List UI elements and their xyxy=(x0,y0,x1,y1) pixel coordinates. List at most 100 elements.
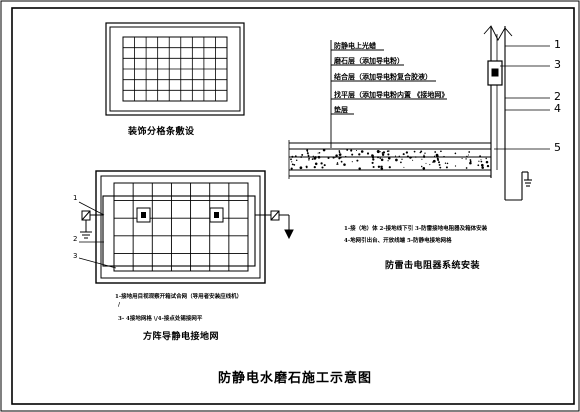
layer-label-base: 垫层 xyxy=(334,105,348,114)
aggregate-dot xyxy=(395,158,398,162)
aggregate-dot xyxy=(440,150,442,153)
aggregate-dot xyxy=(438,161,440,164)
aggregate-dot xyxy=(454,165,457,167)
aggregate-dot xyxy=(478,160,480,162)
aggregate-dot xyxy=(290,158,292,161)
aggregate-dot xyxy=(317,152,319,154)
grid-note-1: 1-接地用目视观察开箱试合网（导用者安装应线机） xyxy=(115,294,243,300)
aggregate-dot xyxy=(465,158,467,160)
aggregate-dot xyxy=(409,156,412,159)
aggregate-dot xyxy=(314,162,318,166)
aggregate-dot xyxy=(358,153,361,156)
aggregate-dot xyxy=(388,166,391,169)
aggregate-dot xyxy=(312,155,314,157)
aggregate-dot xyxy=(480,159,482,161)
aggregate-dot xyxy=(480,160,483,163)
aggregate-dot xyxy=(486,161,488,164)
aggregate-dot xyxy=(387,153,390,156)
grid-callout-3: 3 xyxy=(73,252,78,260)
divider-strip-grid xyxy=(123,37,227,101)
aggregate-dot xyxy=(466,155,468,158)
aggregate-dot xyxy=(394,155,397,157)
aggregate-dot xyxy=(467,154,470,156)
aggregate-dot xyxy=(371,156,375,159)
aggregate-dot xyxy=(429,164,431,166)
terminal-plate xyxy=(209,207,224,223)
aggregate-dot xyxy=(308,156,310,158)
layer-label-wax: 防静电上光蜡 xyxy=(334,41,376,50)
sheet-inner-border xyxy=(11,7,575,405)
aggregate-dot xyxy=(465,167,468,169)
aggregate-dot xyxy=(301,153,304,156)
grid-note-2: 3- 4接地网格 \/4-接点处锡接网平 xyxy=(118,316,203,322)
aggregate-dot xyxy=(379,151,381,153)
divider-strip-panel xyxy=(105,22,245,116)
aggregate-dot xyxy=(439,166,442,169)
aggregate-dot xyxy=(372,165,375,169)
aggregate-dot xyxy=(413,150,416,153)
layer-label-terrazzo: 磨石层（添加导电粉） xyxy=(334,56,404,65)
aggregate-dot xyxy=(380,158,384,162)
aggregate-dot xyxy=(346,149,349,151)
layer-label-bond: 结合层（添加导电粉复合胶液） xyxy=(334,72,432,81)
floor-section xyxy=(288,25,550,201)
grid-note-marker: / xyxy=(118,302,121,308)
aggregate-dot xyxy=(290,167,293,170)
terminal-plate xyxy=(136,207,151,223)
aggregate-dot xyxy=(405,151,409,154)
aggregate-dot xyxy=(351,153,354,156)
aggregate-dot xyxy=(299,166,303,170)
section-callout-3: 3 xyxy=(554,58,561,71)
aggregate-dot xyxy=(351,161,353,163)
aggregate-dot xyxy=(443,155,445,158)
aggregate-dot xyxy=(469,161,472,165)
grounding-resistor-box xyxy=(487,60,503,86)
aggregate-dot xyxy=(402,153,405,156)
aggregate-dot xyxy=(481,166,484,169)
aggregate-dot xyxy=(433,155,436,157)
aggregate-dot xyxy=(438,163,441,166)
aggregate-dot xyxy=(422,167,426,170)
section-callout-2: 2 xyxy=(554,90,561,103)
aggregate-dot xyxy=(412,159,414,161)
aggregate-dot xyxy=(291,155,294,158)
aggregate-dot xyxy=(415,156,417,158)
aggregate-dot xyxy=(366,152,370,155)
aggregate-dot xyxy=(321,166,324,169)
layer-label-screed: 找平层（添加导电粉内置 《接地网》 xyxy=(334,90,449,99)
aggregate-dot xyxy=(295,159,298,161)
aggregate-dot xyxy=(335,154,338,157)
aggregate-dot xyxy=(327,157,330,159)
aggregate-dot xyxy=(306,150,309,152)
aggregate-dot xyxy=(445,166,448,169)
caption-divider-strip: 装饰分格条敷设 xyxy=(128,127,195,137)
aggregate-dot xyxy=(344,155,347,158)
aggregate-dot xyxy=(432,159,436,163)
aggregate-dot xyxy=(446,162,449,165)
section-callout-4: 4 xyxy=(554,102,561,115)
aggregate-dot xyxy=(300,156,303,158)
section-callout-leaders xyxy=(494,45,550,150)
aggregate-dot xyxy=(421,158,423,160)
aggregate-dot xyxy=(398,155,400,157)
aggregate-dot xyxy=(425,162,427,164)
slab-layers xyxy=(288,140,491,179)
grounding-grid-panel xyxy=(78,170,294,284)
aggregate-dot xyxy=(479,155,481,158)
aggregate-dot xyxy=(381,152,384,154)
aggregate-dot xyxy=(377,165,381,168)
aggregate-dot xyxy=(317,155,321,159)
aggregate-dot xyxy=(338,150,341,152)
aggregate-dot xyxy=(387,160,389,162)
aggregate-dot xyxy=(311,158,314,160)
aggregate-dot xyxy=(308,157,310,160)
aggregate-dot xyxy=(323,164,326,167)
aggregate-dot xyxy=(291,161,293,163)
aggregate-dot xyxy=(400,161,402,164)
aggregate-dot xyxy=(477,164,480,167)
aggregate-dot xyxy=(380,167,384,170)
aggregate-dot xyxy=(356,159,359,162)
aggregate-dot xyxy=(454,152,457,155)
aggregate-dot xyxy=(388,157,391,160)
